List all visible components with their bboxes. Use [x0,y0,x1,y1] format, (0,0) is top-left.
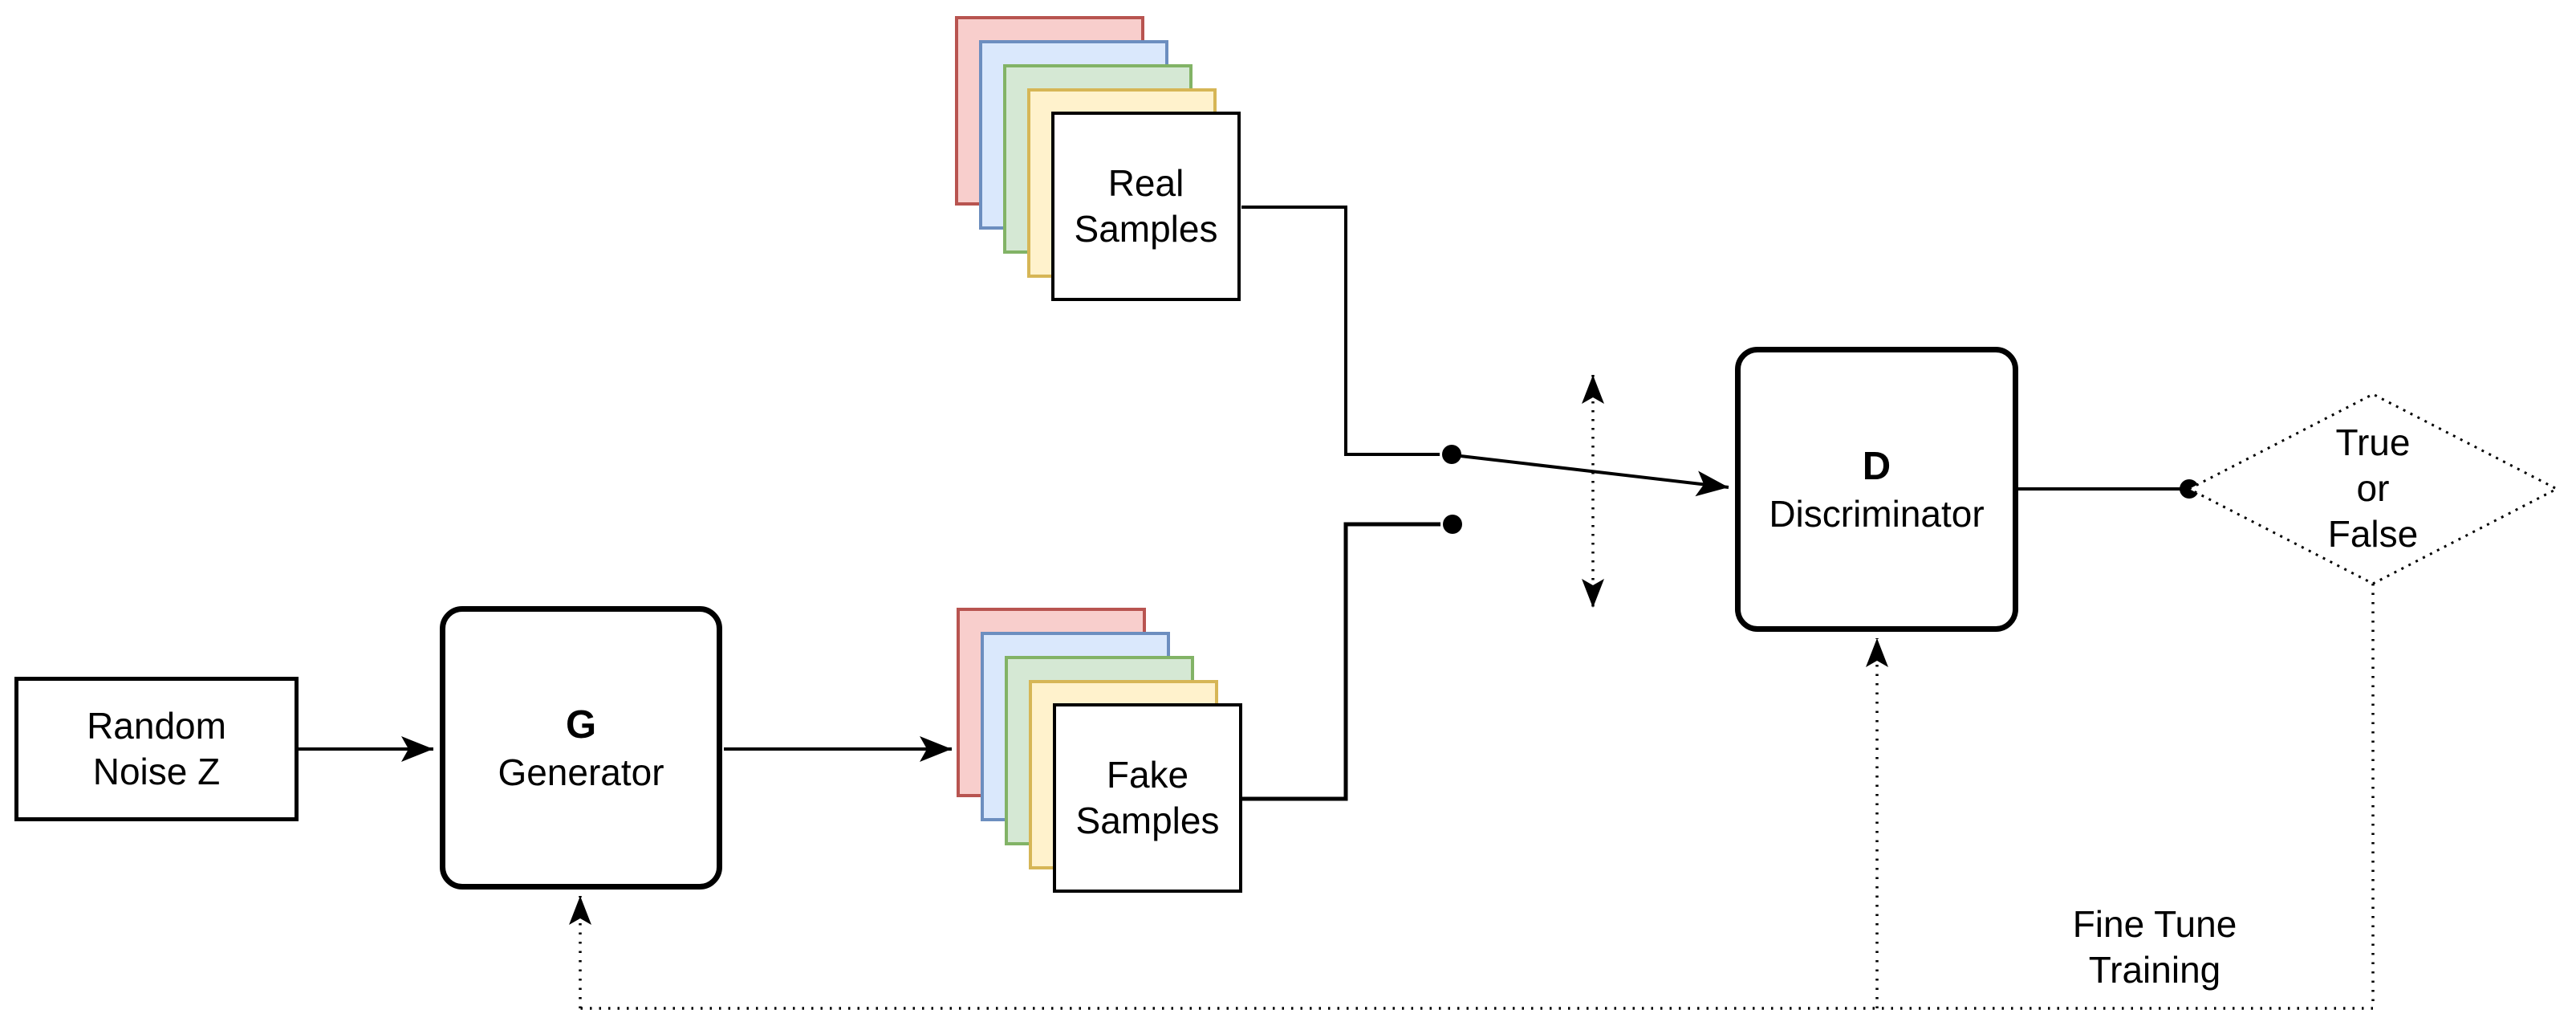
edge-fake-samples-to-switch [1242,522,1440,801]
switch-terminal-top-dot [1442,445,1461,464]
fake-samples-label-line1: Fake [1106,754,1189,796]
edge-switch-to-discriminator [1460,454,1729,497]
random-noise-label-line1: Random [87,705,226,747]
real-samples-stack: Real Samples [955,16,1244,305]
decision-label-line1: True [2335,421,2411,463]
random-noise-node: Random Noise Z [14,677,299,821]
decision-diamond-shape [2186,393,2560,585]
real-samples-box: Real Samples [1051,112,1241,301]
decision-label-line3: False [2327,512,2419,555]
discriminator-node: D Discriminator [1735,347,2018,632]
generator-name: Generator [498,751,664,793]
fine-tune-label-line2: Training [2088,949,2221,991]
discriminator-letter: D [1862,444,1891,488]
fake-samples-label-line2: Samples [1075,800,1220,841]
discriminator-name: Discriminator [1769,492,1985,535]
decision-label-line2: or [2356,466,2390,509]
generator-node: G Generator [440,606,722,890]
real-samples-label-line2: Samples [1074,208,1218,250]
random-noise-label-line2: Noise Z [92,751,221,792]
edge-real-samples-to-switch [1241,206,1440,456]
switch-terminal-bottom-dot [1443,515,1462,534]
fine-tune-training-label: Fine Tune Training [1970,901,2339,994]
real-samples-label-line1: Real [1107,162,1184,204]
generator-letter: G [565,702,597,747]
fake-samples-box: Fake Samples [1053,703,1242,893]
fine-tune-label-line1: Fine Tune [2072,903,2237,945]
decision-diamond-label: True or False [2253,419,2493,557]
fake-samples-stack: Fake Samples [957,608,1245,897]
